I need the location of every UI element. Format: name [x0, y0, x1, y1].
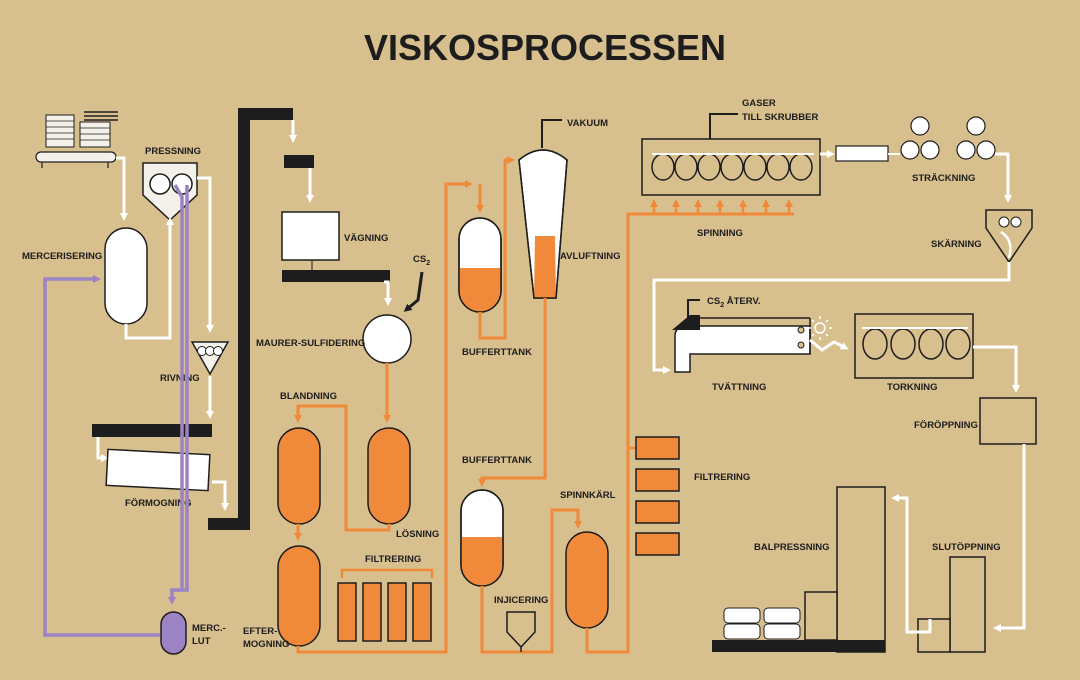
lye-return-line [168, 185, 189, 605]
label-eftermogning-1: EFTER- [243, 626, 277, 637]
vagning-scale [281, 211, 340, 261]
maurer-sulfidering-drum [362, 314, 412, 364]
label-rivning: RIVNING [160, 373, 200, 384]
label-merc-lut-1: MERC.- [192, 623, 226, 634]
label-maurer-sulfidering: MAURER-SULFIDERING [256, 338, 365, 349]
label-blandning: BLANDNING [280, 391, 337, 402]
balpress-conveyor [712, 640, 885, 652]
flow-to-buffertank-2 [478, 298, 547, 487]
label-slutoppning: SLUTÖPPNING [932, 542, 1001, 553]
blandning-tank [277, 427, 321, 525]
label-merc-lut-2: LUT [192, 636, 211, 647]
page-title: VISKOSPROCESSEN [364, 27, 726, 68]
flow-to-press [124, 217, 174, 340]
label-gaser-2: TILL SKRUBBER [742, 112, 818, 123]
label-vagning: VÄGNING [344, 233, 388, 244]
sun-icon [808, 316, 832, 340]
tvattning-washer [672, 315, 811, 373]
lye-return-line-2 [173, 184, 184, 590]
pulp-flow-arrow [116, 156, 128, 221]
label-spinnkarl: SPINNKÄRL [560, 490, 616, 501]
flow-to-tvattning [652, 262, 1011, 374]
label-filtrering-2: FILTRERING [694, 472, 750, 483]
flow-to-skarning [995, 152, 1012, 203]
balpress-ram [804, 591, 838, 641]
flow-losning-to-blandning [294, 404, 391, 532]
sulfidering-rail [282, 270, 390, 282]
losning-tank [367, 427, 411, 525]
label-gaser-1: GASER [742, 98, 776, 109]
label-mercerisering: MERCERISERING [22, 251, 102, 262]
vacuum-pipe [541, 119, 562, 148]
label-foroppning: FÖRÖPPNING [914, 420, 978, 431]
label-tvattning: TVÄTTNING [712, 382, 766, 393]
cs2-feed-arrow [403, 271, 424, 312]
label-vakuum: VAKUUM [567, 118, 608, 129]
label-formogning: FÖRMOGNING [125, 498, 192, 509]
label-torkning: TORKNING [887, 382, 938, 393]
filtrering-1-units [337, 582, 432, 642]
avluftning-vessel [518, 149, 568, 299]
label-buffertank-1: BUFFERTTANK [462, 347, 532, 358]
lye-feed-line [43, 275, 160, 637]
torkning-rollers [862, 327, 971, 360]
flow-to-buffertank-1 [296, 180, 473, 654]
flow-to-spinnkarl [480, 508, 582, 654]
spinnkarl-tank [565, 531, 609, 629]
label-eftermogning-2: MOGNING [243, 639, 289, 650]
flow-to-lift [212, 480, 229, 511]
conveyor-belt [35, 151, 117, 168]
filter-1-manifold [340, 568, 434, 578]
label-cs2-aterv: CS2 ÅTERV. [707, 296, 761, 309]
mercerisering-tank [104, 227, 148, 325]
gas-vent-pipe [709, 113, 738, 139]
label-pressning: PRESSNING [145, 146, 201, 157]
flow-to-formogning [96, 437, 109, 462]
spinning-rollers [651, 153, 814, 181]
label-strackning: STRÄCKNING [912, 173, 975, 184]
cs2-recovery-pipe [687, 299, 700, 320]
buffertank-2 [460, 489, 504, 587]
buffertank-1 [458, 217, 502, 313]
label-losning: LÖSNING [396, 529, 439, 540]
label-balpressning: BALPRESSNING [754, 542, 829, 553]
flow-to-avluftning [478, 156, 515, 340]
foroppning-unit [979, 397, 1037, 445]
flow-to-slutoppning [993, 444, 1026, 632]
eftermogning-tank [277, 545, 321, 647]
flow-to-rivning [197, 176, 214, 333]
label-buffertank-2: BUFFERTTANK [462, 455, 532, 466]
press-roller-left [149, 173, 171, 195]
formogning-rail [92, 424, 212, 437]
flow-to-sulfidering [384, 280, 392, 306]
label-avluftning: AVLUFTNING [560, 251, 621, 262]
filtrering-2-units [635, 436, 680, 556]
flow-to-spinning [585, 212, 794, 654]
balpress-tower [836, 486, 886, 653]
flow-to-foroppning [973, 345, 1020, 393]
strackning-rollers [900, 116, 996, 160]
flow-to-torkning [809, 338, 849, 352]
label-spinning: SPINNING [697, 228, 743, 239]
label-cs2: CS2 [413, 254, 430, 267]
strackning-guide [835, 145, 889, 162]
slutoppning-unit [917, 556, 986, 653]
merc-lut-tank [160, 611, 187, 655]
spinning-feed-arrows [650, 199, 793, 214]
pulp-sheets-stack [45, 111, 118, 148]
formogning-bed [105, 448, 211, 492]
label-filtrering-1: FILTRERING [365, 554, 421, 565]
label-skarning: SKÄRNING [931, 239, 982, 250]
vagning-hopper [284, 155, 314, 168]
injicering-hopper [506, 611, 536, 649]
press-roller-right [171, 173, 193, 195]
flow-to-balpressning [891, 494, 932, 634]
fiber-bales [723, 607, 801, 640]
label-injicering: INJICERING [494, 595, 548, 606]
